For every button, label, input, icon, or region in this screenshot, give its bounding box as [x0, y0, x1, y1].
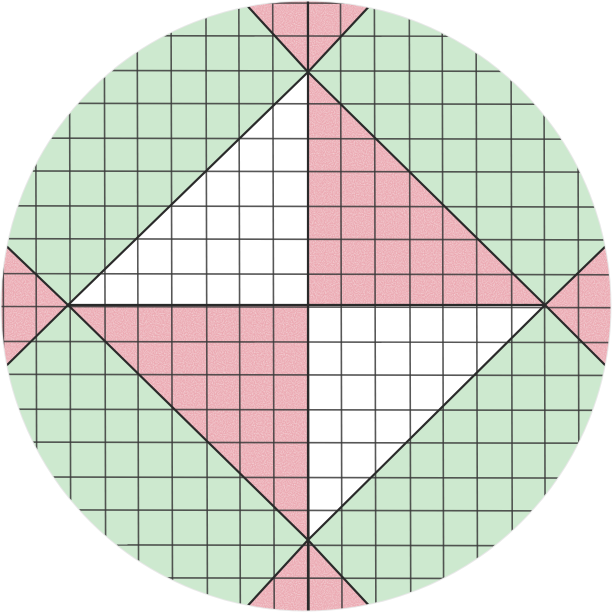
grid-line-horizontal [1, 34, 611, 38]
outer-edge-left-bottom [1, 303, 70, 374]
outer-edge-top-left [240, 1, 310, 74]
grid-line-horizontal [1, 170, 611, 173]
grid-line-horizontal [1, 237, 611, 241]
grid-line-vertical [576, 1, 581, 611]
grid-line-horizontal [1, 1, 611, 5]
outer-edge-bottom-left [240, 538, 310, 611]
outer-edge-top-right [306, 1, 377, 74]
grid-line-horizontal [1, 373, 611, 377]
grid-line-horizontal [1, 102, 611, 106]
diamond-edge-ne [306, 70, 547, 307]
grid-line-horizontal [1, 576, 611, 580]
outer-edge-right-bottom [543, 303, 611, 374]
diamond-edge-sw [66, 303, 310, 542]
grid-line-horizontal [1, 476, 611, 479]
outer-edge-bottom-right [306, 538, 377, 611]
grid-line-horizontal [1, 137, 611, 141]
grid-line-horizontal [1, 543, 611, 547]
grid-line-horizontal [1, 205, 611, 208]
grid-line-horizontal [1, 305, 611, 309]
diamond-edge-se [306, 303, 547, 542]
outer-edge-right-top [543, 238, 611, 307]
grid-line-horizontal [1, 340, 611, 344]
outer-edge-left-top [1, 238, 70, 307]
grid-line-horizontal [1, 408, 611, 412]
diamond-edge-nw [66, 70, 310, 307]
grid-line-horizontal [1, 272, 611, 276]
grid-line-horizontal [1, 441, 611, 445]
grid-line-horizontal [1, 509, 611, 512]
